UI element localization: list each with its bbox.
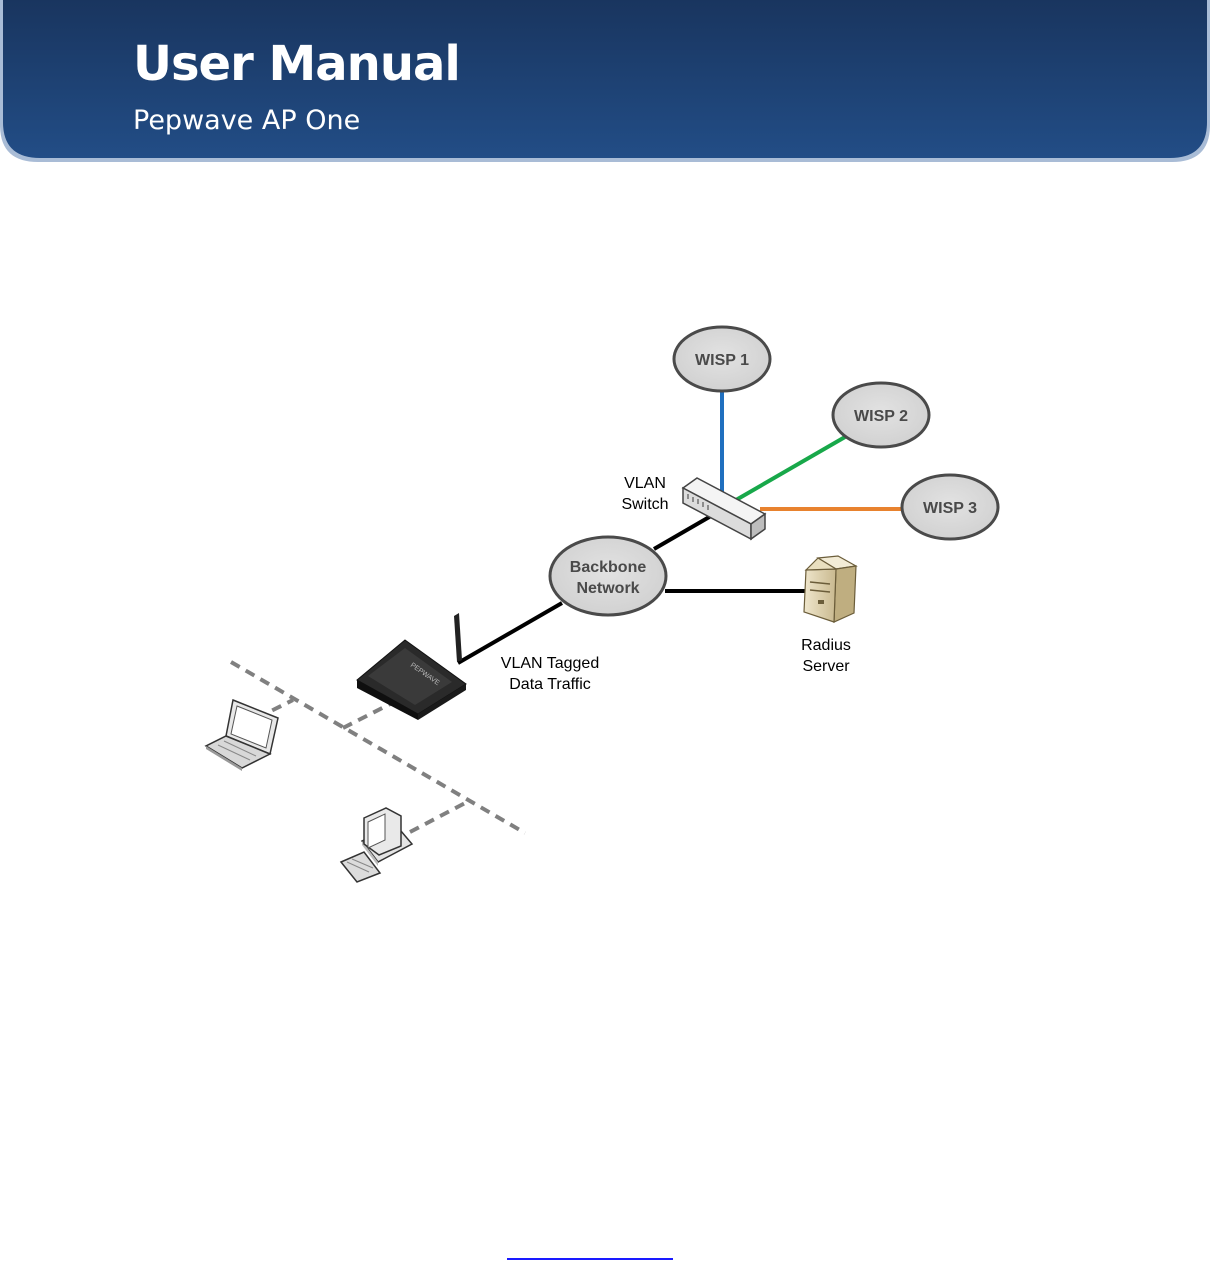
vlan-switch-label-line2: Switch xyxy=(621,496,668,513)
radius-label-line1: Radius xyxy=(801,637,851,654)
backbone-label-line1: Backbone xyxy=(570,559,647,576)
desktop-computer-icon xyxy=(341,808,412,882)
link-backbone-ap xyxy=(458,603,562,663)
access-point-icon: PEPWAVE xyxy=(357,613,466,720)
wisp3-label: WISP 3 xyxy=(923,500,977,517)
footer-link[interactable] xyxy=(507,1258,673,1260)
wisp1-label: WISP 1 xyxy=(695,352,749,369)
traffic-label-line1: VLAN Tagged xyxy=(501,655,599,672)
radius-label-line2: Server xyxy=(802,658,850,675)
wisp3-node: WISP 3 xyxy=(902,475,998,539)
traffic-label-line2: Data Traffic xyxy=(509,676,591,693)
backbone-network-node: Backbone Network xyxy=(550,537,666,615)
wisp2-node: WISP 2 xyxy=(833,383,929,447)
link-switch-backbone xyxy=(654,516,711,549)
link-wisp2 xyxy=(736,437,845,500)
wisp1-node: WISP 1 xyxy=(674,327,770,391)
laptop-icon xyxy=(206,700,278,771)
backbone-label-line2: Network xyxy=(576,580,639,597)
vlan-switch-label-line1: VLAN xyxy=(624,475,666,492)
wisp2-label: WISP 2 xyxy=(854,408,908,425)
server-icon xyxy=(804,556,856,622)
